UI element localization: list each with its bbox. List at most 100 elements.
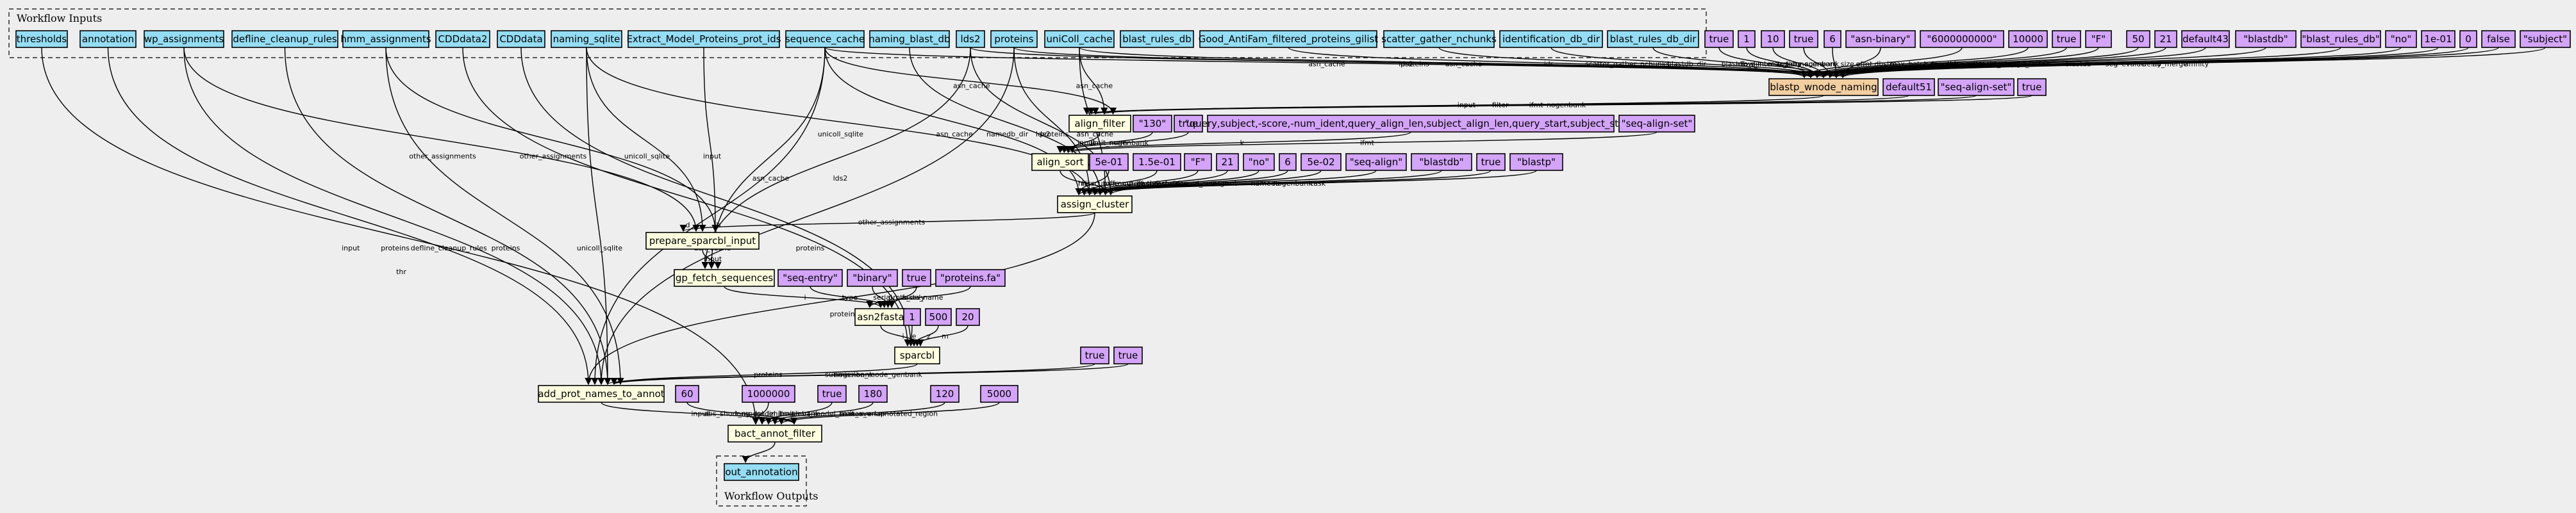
param-node-p_a1[interactable]: true [1080, 346, 1109, 364]
param-node-p_g2[interactable]: "binary" [847, 269, 898, 287]
node-label: naming_sqlite [553, 33, 620, 45]
param-node-p_b10[interactable]: "F" [2085, 30, 2112, 48]
input-node-blast_rules_db_dir[interactable]: blast_rules_db_dir [1607, 30, 1699, 48]
edge-sequence_cache-to-add_prot_names_to_annot: asn_cache [591, 47, 826, 386]
param-node-p_c1[interactable]: 5e-01 [1089, 153, 1129, 171]
step-node-bact_annot_filter[interactable]: bact_annot_filter [727, 425, 822, 443]
input-node-defline_cleanup_rules[interactable]: defline_cleanup_rules [231, 30, 338, 48]
edge-label: asn_cache [752, 174, 790, 183]
param-node-p_b14[interactable]: "blastdb" [2235, 30, 2297, 48]
param-node-p_c10[interactable]: true [1476, 153, 1506, 171]
param-node-p_b22[interactable]: "seq-align-set" [1938, 78, 2015, 96]
node-label: 0 [2465, 33, 2472, 45]
param-node-p_f180[interactable]: 180 [858, 385, 888, 403]
param-node-p_c9[interactable]: "blastdb" [1411, 153, 1472, 171]
param-node-p_a2[interactable]: true [1113, 346, 1143, 364]
param-node-p_sp3[interactable]: 20 [956, 308, 980, 326]
param-node-p_b17[interactable]: 1e-01 [2421, 30, 2456, 48]
param-node-p_ft[interactable]: true [817, 385, 847, 403]
param-node-p_c6[interactable]: 6 [1279, 153, 1297, 171]
node-label: "blastdb" [1419, 156, 1463, 168]
edge-naming_sqlite-to-add_prot_names_to_annot: unicoll_sqlite [577, 47, 622, 386]
param-node-p_b19[interactable]: false [2481, 30, 2516, 48]
param-node-p_b21[interactable]: default51 [1882, 78, 1935, 96]
node-label: add_prot_names_to_annot [538, 388, 664, 400]
output-node-out_annotation[interactable]: out_annotation [724, 463, 799, 481]
edge-prepare_sparcbl_input-to-gp_fetch_sequences: input [702, 248, 722, 270]
input-node-blast_rules_db[interactable]: blast_rules_db [1120, 30, 1194, 48]
param-node-p_f1[interactable]: "130" [1133, 115, 1172, 133]
highlight-node-blastp_wnode_naming[interactable]: blastp_wnode_naming [1768, 78, 1879, 96]
step-node-align_sort[interactable]: align_sort [1031, 153, 1089, 171]
param-node-p_f60[interactable]: 60 [675, 385, 699, 403]
param-node-p_sp1[interactable]: 1 [903, 308, 921, 326]
input-node-proteins[interactable]: proteins [990, 30, 1038, 48]
input-node-uniColl_cache[interactable]: uniColl_cache [1044, 30, 1115, 48]
param-node-p_b20[interactable]: "subject" [2520, 30, 2571, 48]
step-node-gp_fetch_sequences[interactable]: gp_fetch_sequences [674, 269, 775, 287]
input-node-scatter_gather_nchunks[interactable]: scatter_gather_nchunks [1381, 30, 1497, 48]
param-node-p_b2[interactable]: 1 [1738, 30, 1756, 48]
param-node-p_b16[interactable]: "no" [2385, 30, 2417, 48]
input-node-naming_blast_db[interactable]: naming_blast_db [868, 30, 951, 48]
edge-label: i [804, 293, 806, 302]
input-node-CDDdata[interactable]: CDDdata [497, 30, 545, 48]
param-node-p_c4[interactable]: 21 [1216, 153, 1239, 171]
param-node-p_c7[interactable]: 5e-02 [1300, 153, 1342, 171]
edge-sequence_cache-to-assign_cluster: asn_cache [824, 47, 1083, 196]
param-node-p_b5[interactable]: 6 [1824, 30, 1841, 48]
param-node-p_b11[interactable]: 50 [2126, 30, 2150, 48]
edge-label: blastdb_dir [1722, 60, 1761, 68]
edge-assign_cluster-to-prepare_sparcbl_input: other_assignments [679, 212, 1095, 232]
param-node-p_b6[interactable]: "asn-binary" [1845, 30, 1916, 48]
param-node-p_b4[interactable]: true [1789, 30, 1818, 48]
param-node-p_c3[interactable]: "F" [1184, 153, 1212, 171]
input-node-wp_assignments[interactable]: wp_assignments [144, 30, 224, 48]
input-node-sequence_cache[interactable]: sequence_cache [785, 30, 865, 48]
node-label: "query,subject,-score,-num_ident,query_a… [1185, 118, 1637, 130]
param-node-p_b13[interactable]: default43 [2181, 30, 2230, 48]
input-node-identification_db_dir[interactable]: identification_db_dir [1499, 30, 1603, 48]
param-node-p_s1[interactable]: true [1174, 115, 1203, 133]
step-node-asn2fasta[interactable]: asn2fasta [854, 308, 907, 326]
param-node-p_b9[interactable]: true [2052, 30, 2081, 48]
param-node-p_s3[interactable]: "seq-align-set" [1618, 115, 1695, 133]
input-node-Extract_Model_Proteins_prot_ids[interactable]: Extract_Model_Proteins_prot_ids [626, 30, 781, 48]
param-node-p_c11[interactable]: "blastp" [1509, 153, 1563, 171]
param-node-p_b8[interactable]: 10000 [2008, 30, 2048, 48]
input-node-naming_sqlite[interactable]: naming_sqlite [551, 30, 622, 48]
param-node-p_b18[interactable]: 0 [2459, 30, 2477, 48]
input-node-annotation[interactable]: annotation [79, 30, 137, 48]
param-node-p_sp2[interactable]: 500 [925, 308, 952, 326]
param-node-p_b3[interactable]: 10 [1761, 30, 1785, 48]
param-node-p_b7[interactable]: "6000000000" [1920, 30, 2004, 48]
node-label: Extract_Model_Proteins_prot_ids [626, 33, 781, 45]
param-node-p_b15[interactable]: "blast_rules_db" [2300, 30, 2381, 48]
param-node-p_c8[interactable]: "seq-align" [1345, 153, 1407, 171]
param-node-p_b23[interactable]: true [2017, 78, 2047, 96]
input-node-CDDdata2[interactable]: CDDdata2 [435, 30, 490, 48]
param-node-p_b1[interactable]: true [1704, 30, 1734, 48]
step-node-align_filter[interactable]: align_filter [1068, 115, 1131, 133]
param-node-p_g4[interactable]: "proteins.fa" [935, 269, 1006, 287]
param-node-p_c2[interactable]: 1.5e-01 [1133, 153, 1181, 171]
edge-label: asn_cache [936, 130, 973, 138]
node-label: false [2487, 33, 2510, 45]
step-node-sparcbl[interactable]: sparcbl [894, 346, 940, 364]
param-node-p_g3[interactable]: true [902, 269, 931, 287]
step-node-add_prot_names_to_annot[interactable]: add_prot_names_to_annot [538, 385, 665, 403]
node-label: true [907, 272, 927, 284]
param-node-p_f5000[interactable]: 5000 [980, 385, 1018, 403]
step-node-assign_cluster[interactable]: assign_cluster [1057, 195, 1133, 213]
param-node-p_b12[interactable]: 21 [2154, 30, 2177, 48]
param-node-p_c5[interactable]: "no" [1243, 153, 1275, 171]
step-node-prepare_sparcbl_input[interactable]: prepare_sparcbl_input [645, 232, 760, 250]
input-node-lds2[interactable]: lds2 [956, 30, 985, 48]
param-node-p_f120[interactable]: 120 [930, 385, 960, 403]
param-node-p_g1[interactable]: "seq-entry" [777, 269, 843, 287]
param-node-p_s2[interactable]: "query,subject,-score,-num_ident,query_a… [1185, 115, 1637, 133]
input-node-hmm_assignments[interactable]: hmm_assignments [340, 30, 431, 48]
input-node-thresholds[interactable]: thresholds [15, 30, 68, 48]
input-node-Good_AntiFam_filtered_proteins_gilist[interactable]: Good_AntiFam_filtered_proteins_gilist [1199, 30, 1379, 48]
param-node-p_f1m[interactable]: 1000000 [742, 385, 795, 403]
